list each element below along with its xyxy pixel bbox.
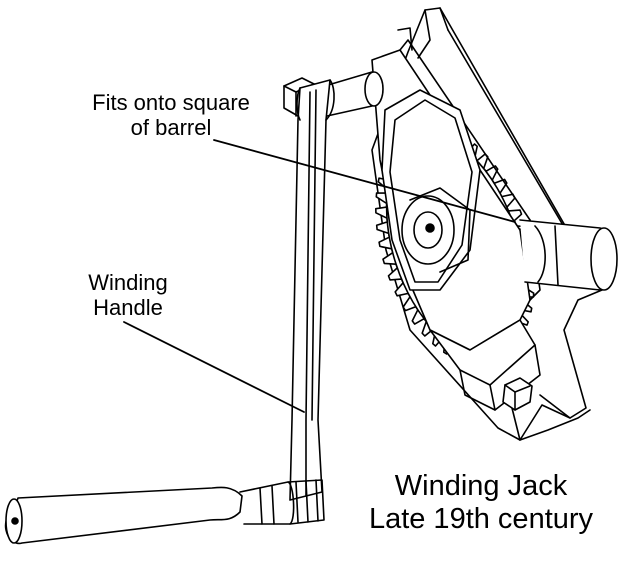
handle-label-line2: Handle — [93, 295, 163, 321]
handle-callout-line — [123, 321, 305, 413]
fits-label-line2: of barrel — [130, 115, 212, 141]
fits-callout-line — [213, 139, 516, 223]
diagram-title: Winding Jack Late 19th century — [345, 470, 617, 537]
title-line1: Winding Jack — [394, 470, 568, 502]
fits-onto-square-label: Fits onto square of barrel — [52, 90, 290, 141]
handle-label-line1: Winding — [88, 270, 168, 295]
title-line2: Late 19th century — [368, 503, 594, 536]
hand-grip — [4, 479, 325, 545]
winding-handle-arm — [289, 79, 335, 501]
barrel-shaft — [519, 219, 618, 291]
hub-boss — [401, 187, 471, 273]
bottom-nut — [502, 377, 533, 411]
fits-label-line1: Fits onto square — [92, 90, 250, 115]
winding-handle-label: Winding Handle — [62, 270, 194, 321]
